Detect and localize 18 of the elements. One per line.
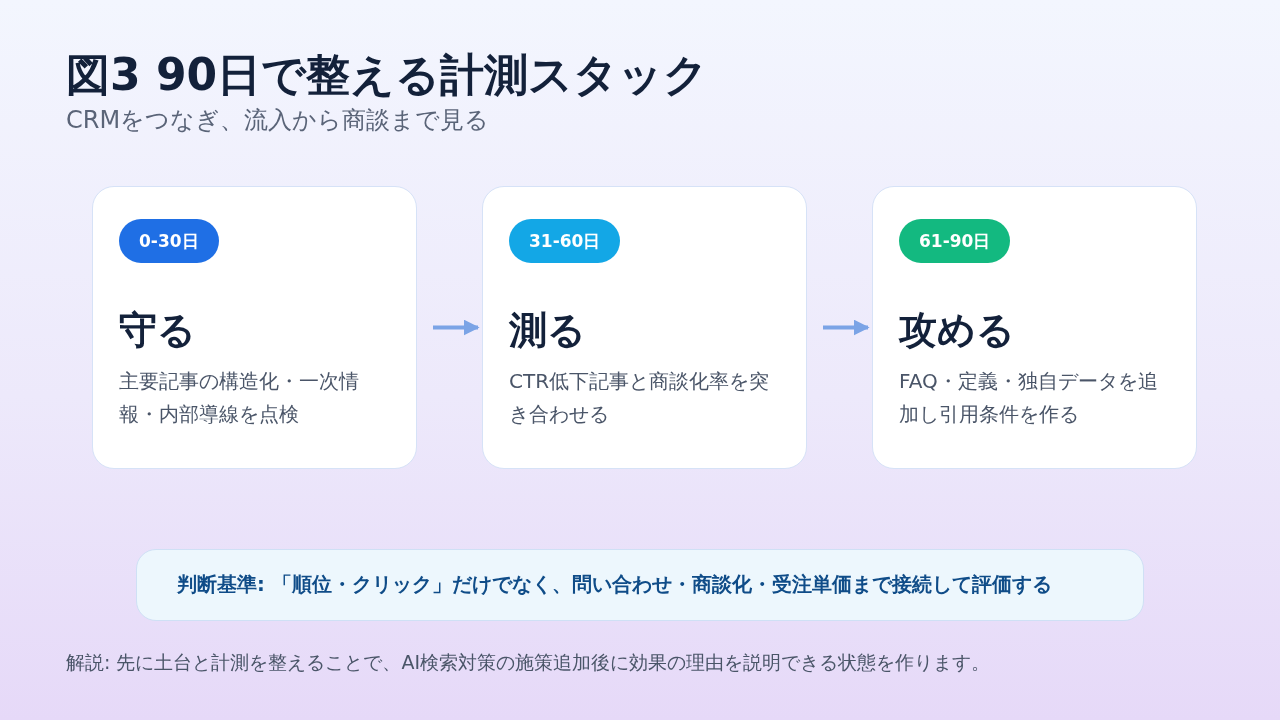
stage-description: CTR低下記事と商談化率を突き合わせる [509,368,771,428]
stage-card [872,186,1197,469]
stage-description: 主要記事の構造化・一次情報・内部導線を点検 [119,368,360,428]
period-badge: 0-30日 [119,219,219,263]
stage-card [482,186,807,469]
stage-card [92,186,417,469]
arrow [823,319,870,336]
stage-description: FAQ・定義・独自データを追加し引用条件を作る [899,368,1159,428]
subtitle: CRMをつなぎ、流入から商談まで見る [66,105,490,136]
criteria-box: 判断基準: 「順位・クリック」だけでなく、問い合わせ・商談化・受注単価まで接続して評価する [136,549,1144,621]
period-badge: 31-60日 [509,219,621,263]
title: 図3 90日で整える計測スタック [66,48,709,102]
stage-heading: 測る [509,307,586,354]
stage-heading: 攻める [899,307,1015,354]
stage-heading: 守る [119,307,196,354]
caption: 解説: 先に土台と計測を整えることで、AI検索対策の施策追加後に効果の理由を説明できる状態を作ります。 [66,650,991,675]
arrow [433,319,480,336]
period-badge: 61-90日 [899,219,1011,263]
